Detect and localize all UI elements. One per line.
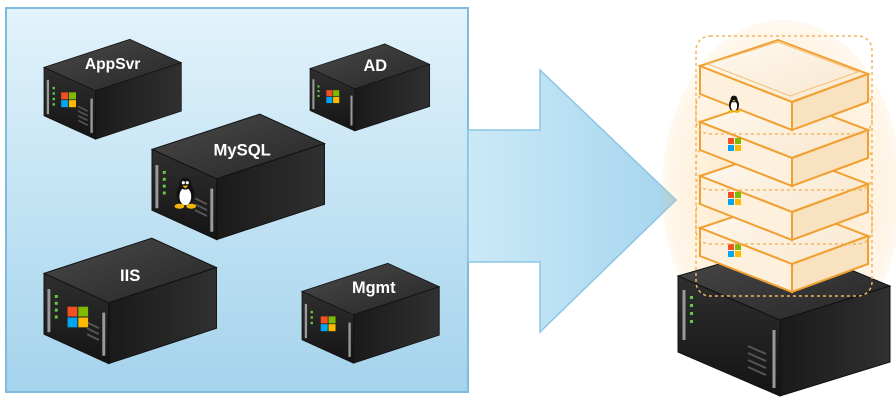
server-label-appsvr: AppSvr	[85, 56, 140, 73]
windows-icon	[320, 316, 336, 332]
linux-tux-icon	[728, 95, 740, 113]
server-label-ad: AD	[363, 57, 387, 75]
windows-icon	[61, 92, 76, 108]
windows-icon	[728, 192, 741, 205]
server-ad: AD	[309, 43, 431, 132]
server-label-mgmt: Mgmt	[352, 279, 396, 297]
vm-1	[695, 35, 873, 135]
server-iis: IIS	[42, 237, 218, 365]
windows-icon	[67, 306, 89, 328]
server-label-mysql: MySQL	[213, 140, 270, 159]
windows-icon	[728, 138, 741, 151]
windows-icon	[326, 90, 340, 104]
server-label-iis: IIS	[120, 266, 140, 285]
server-appsvr: AppSvr	[42, 38, 183, 140]
server-mgmt: Mgmt	[300, 262, 441, 364]
consolidation-arrow	[467, 68, 678, 334]
linux-tux-icon	[174, 177, 197, 209]
server-mysql: MySQL	[150, 113, 326, 241]
consolidated-host	[662, 20, 896, 397]
windows-icon	[728, 244, 741, 257]
